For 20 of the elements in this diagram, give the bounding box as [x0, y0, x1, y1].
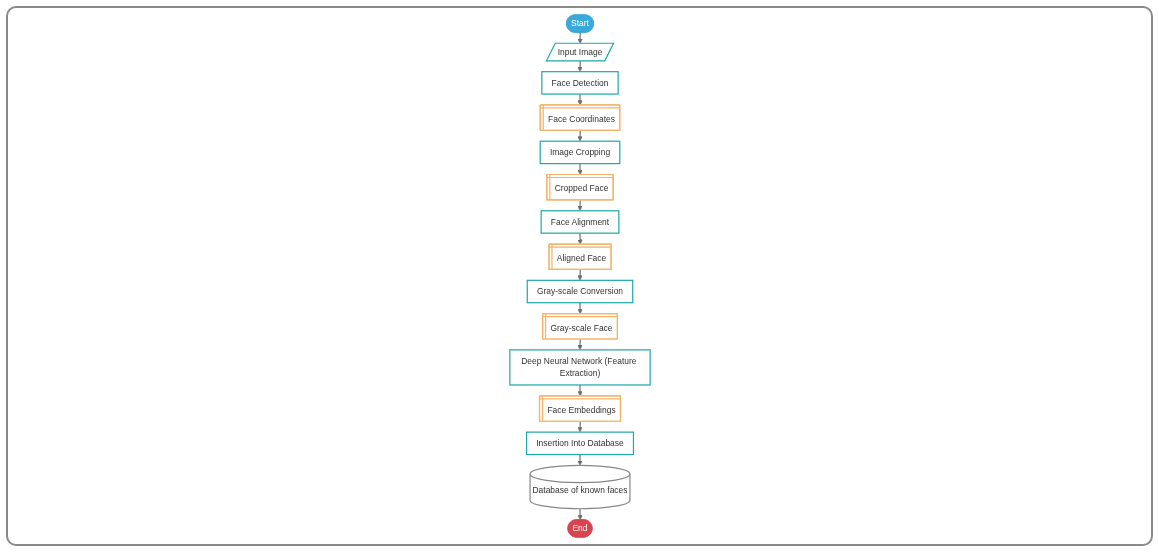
arrow	[576, 32, 583, 44]
arrow	[576, 163, 583, 176]
node-box: Gray-scale Conversion	[526, 279, 633, 304]
arrow	[576, 453, 583, 466]
arrow	[576, 60, 583, 72]
node-box: Face Detection	[540, 71, 619, 95]
arrow	[576, 199, 583, 211]
node-box: Deep Neural Network (Feature Extraction)	[508, 349, 651, 386]
arrow	[576, 302, 583, 315]
arrow	[576, 269, 583, 281]
arrow	[576, 384, 583, 397]
arrow	[576, 338, 583, 351]
arrow	[576, 93, 583, 106]
node-box: Insertion Into Database	[525, 431, 634, 456]
arrow	[576, 232, 583, 245]
node-box: Face Alignment	[540, 210, 619, 234]
node-box: Image Cropping	[539, 140, 620, 165]
arrow	[576, 508, 583, 521]
arrow	[576, 130, 583, 142]
arrow	[576, 420, 583, 433]
